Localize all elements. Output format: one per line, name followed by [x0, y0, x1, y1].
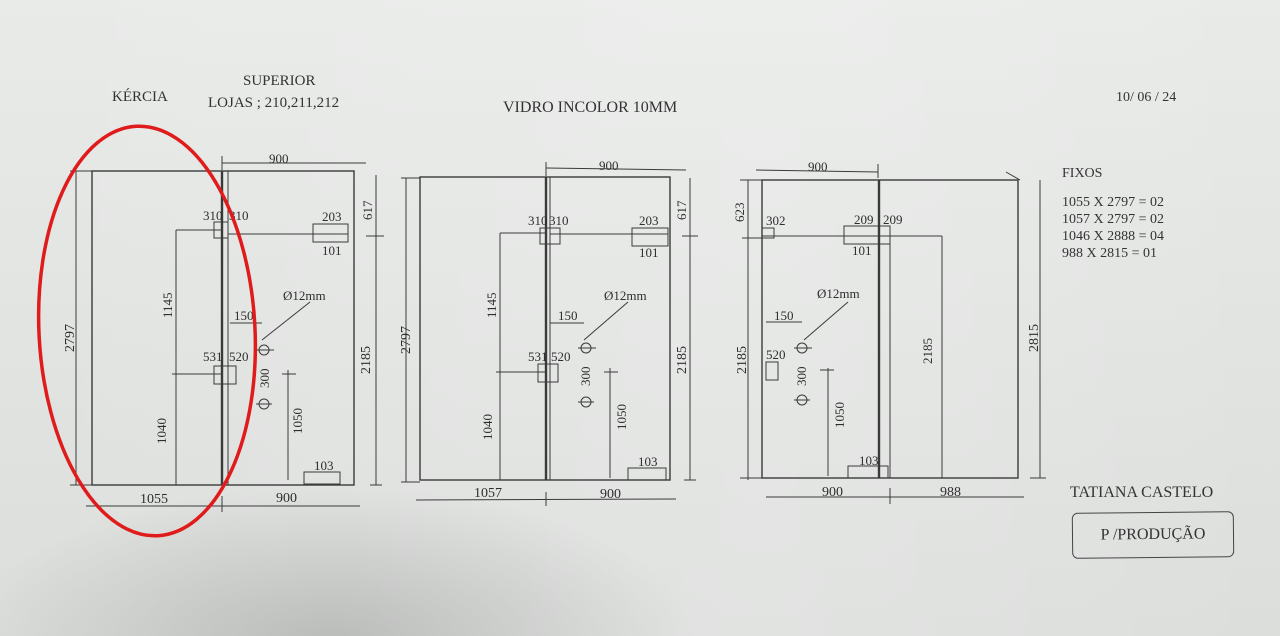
highlight-ellipse: [36, 124, 258, 538]
glass-spec: VIDRO INCOLOR 10MM: [503, 99, 678, 116]
d3-fixed-width: 988: [940, 485, 961, 500]
d3-latch-bottom: 101: [852, 243, 872, 258]
fixed-panel-item: 1046 X 2888 = 04: [1062, 229, 1165, 244]
d3-transom: 623: [732, 203, 747, 223]
level-label: SUPERIOR: [243, 73, 316, 89]
stores-label: LOJAS ; 210,211,212: [208, 95, 340, 111]
d1-door-height: 2185: [359, 346, 374, 374]
d3-hole-edge: 150: [774, 308, 794, 323]
d2-hole-diameter: Ø12mm: [604, 288, 647, 303]
d1-top-width: 900: [269, 151, 289, 166]
client-name: KÉRCIA: [112, 89, 168, 105]
d1-mid-a: 531: [203, 349, 223, 364]
d1-fixed-width: 1055: [140, 492, 168, 507]
fixed-panels-list: FIXOS 1055 X 2797 = 02 1057 X 2797 = 02 …: [1062, 166, 1164, 262]
d1-door-width: 900: [276, 491, 297, 506]
d2-bottom-gap: 103: [638, 454, 658, 469]
d2-door-width: 900: [600, 487, 621, 502]
d1-latch-bottom: 101: [322, 243, 342, 258]
d1-fixed-height: 2797: [63, 324, 78, 352]
signature: TATIANA CASTELO: [1070, 484, 1214, 501]
d1-latch-top: 203: [322, 209, 342, 224]
fixed-panels-title: FIXOS: [1062, 166, 1103, 181]
d1-hinge-a: 310: [203, 208, 223, 223]
d1-bottom-gap: 103: [314, 458, 334, 473]
d1-transom: 617: [360, 200, 375, 220]
d1-upper-offset: 1145: [160, 292, 175, 318]
d1-mid-b: 520: [229, 349, 249, 364]
date: 10/ 06 / 24: [1116, 90, 1177, 105]
d3-door-width: 900: [822, 485, 843, 500]
d3-right-height: 2815: [1027, 324, 1042, 352]
d3-hole-spacing: 300: [794, 367, 809, 387]
d2-top-width: 900: [599, 158, 619, 173]
d3-latch-b: 209: [883, 212, 903, 227]
d1-hole-spacing: 300: [257, 369, 272, 389]
d2-latch-bottom: 101: [639, 245, 659, 260]
d3-bottom-gap: 103: [859, 453, 879, 468]
d2-hole-edge: 150: [558, 308, 578, 323]
drawing-2: [401, 162, 698, 506]
d3-hinge-left: 302: [766, 213, 786, 228]
fixed-panel-item: 1057 X 2797 = 02: [1062, 212, 1165, 227]
d2-hole-spacing: 300: [578, 367, 593, 387]
d3-left-height: 2185: [735, 346, 750, 374]
d3-latch-a: 209: [854, 212, 874, 227]
drawing-3: [740, 164, 1046, 504]
fixed-panel-item: 1055 X 2797 = 02: [1062, 195, 1165, 210]
d2-transom: 617: [674, 200, 689, 220]
d2-door-height: 2185: [675, 346, 690, 374]
d1-hole-diameter: Ø12mm: [283, 288, 326, 303]
d2-upper-offset: 1145: [484, 292, 499, 318]
d2-latch-top: 203: [639, 213, 659, 228]
d2-fixed-height: 2797: [399, 326, 414, 354]
d2-lower-offset: 1040: [480, 414, 495, 440]
d2-hinge-b: 310: [549, 213, 569, 228]
fixed-panel-item: 988 X 2815 = 01: [1062, 246, 1158, 261]
d3-inner-height: 2185: [920, 338, 935, 364]
d2-mid-a: 531: [528, 349, 548, 364]
d2-handle-height: 1050: [614, 404, 629, 430]
d3-hole-diameter: Ø12mm: [817, 286, 860, 301]
d2-mid-b: 520: [551, 349, 571, 364]
d1-lower-offset: 1040: [154, 418, 169, 444]
d3-mid: 520: [766, 347, 786, 362]
d2-hinge-a: 310: [528, 213, 548, 228]
d2-fixed-width: 1057: [474, 486, 502, 501]
d1-handle-height: 1050: [290, 408, 305, 434]
d3-top-width: 900: [808, 159, 828, 174]
drawing-1: [70, 156, 384, 512]
d3-handle-height: 1050: [832, 402, 847, 428]
d1-hole-edge: 150: [234, 308, 254, 323]
